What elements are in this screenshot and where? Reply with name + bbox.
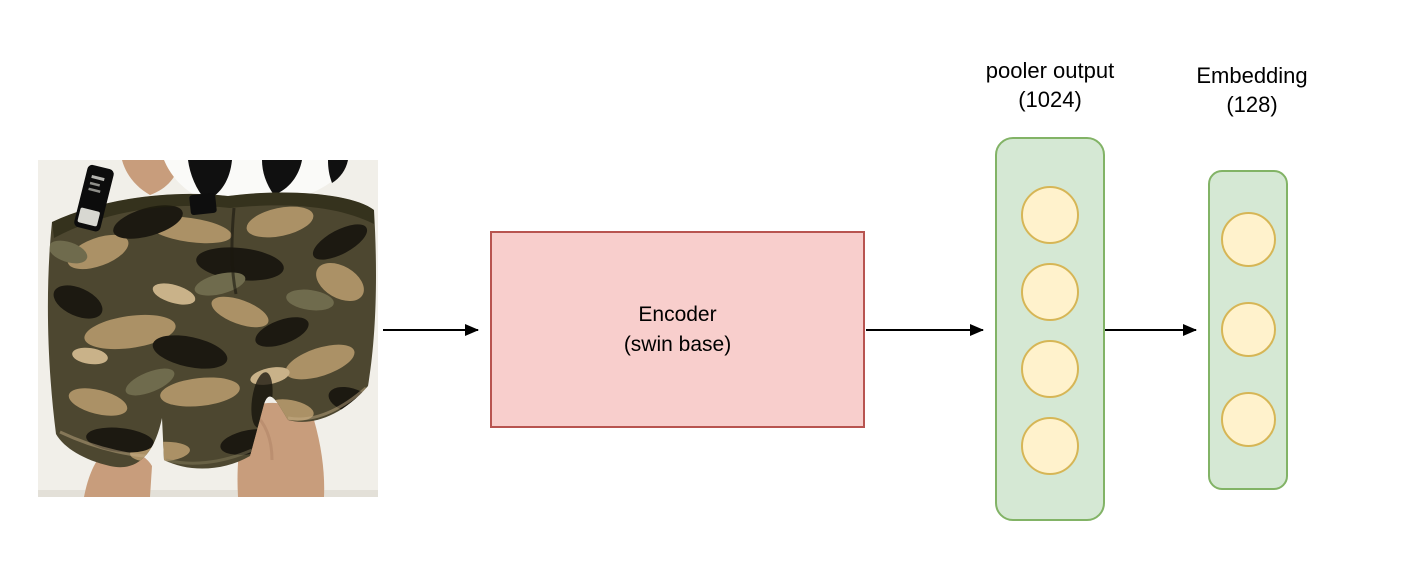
neuron-circle [1220, 392, 1276, 447]
pooler-output-label-line1: pooler output [985, 58, 1115, 83]
pooler-output-label: pooler output (1024) [940, 56, 1160, 114]
embedding-column [1208, 170, 1288, 490]
encoder-block: Encoder (swin base) [490, 231, 865, 428]
input-image [38, 160, 378, 497]
neuron-circle [1220, 212, 1276, 267]
pooler-output-column [995, 137, 1105, 521]
embedding-label: Embedding (128) [1142, 61, 1362, 119]
camo-shorts-illustration [38, 160, 378, 497]
neuron-circle [1021, 417, 1079, 475]
pager-object [74, 164, 114, 232]
neuron-circle [1021, 186, 1079, 244]
neuron-circle [1021, 340, 1079, 398]
neuron-circle [1021, 263, 1079, 321]
embedding-label-line2: (128) [1226, 92, 1278, 117]
pooler-output-label-line2: (1024) [1018, 87, 1082, 112]
neuron-circle [1220, 302, 1276, 357]
encoder-title: Encoder [638, 302, 717, 326]
encoder-subtitle: (swin base) [623, 332, 732, 356]
embedding-label-line1: Embedding [1196, 63, 1308, 88]
